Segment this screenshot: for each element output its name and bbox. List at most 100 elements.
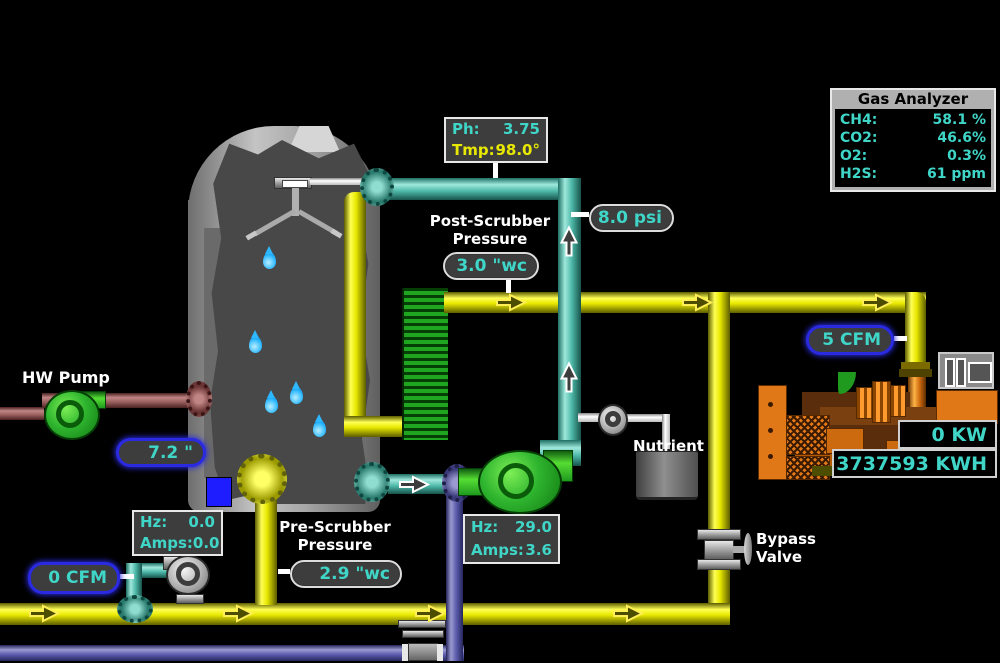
- drain-valve-flange: [402, 644, 408, 661]
- gas-row-label: O2:: [840, 148, 868, 164]
- water-droplet: [290, 381, 303, 404]
- blower-hz-value: 0.0: [188, 513, 215, 531]
- pump-hz-label: Hz:: [471, 518, 499, 536]
- generator-alternator: [936, 390, 998, 424]
- flow-arrow-right: [415, 604, 447, 623]
- post-scrubber-label-line1: Post-Scrubber: [429, 212, 551, 230]
- post-scrubber-label: Post-Scrubber Pressure: [425, 212, 555, 248]
- hw-level-value: 7.2 ": [148, 443, 193, 463]
- sprayer-stem: [292, 188, 299, 216]
- flow-arrow-up: [559, 361, 579, 393]
- pre-scrubber-label-line1: Pre-Scrubber: [279, 518, 391, 536]
- teal-main-riser: [558, 178, 581, 460]
- generator-manifold: [856, 387, 873, 419]
- hw-pump-ring: [56, 400, 84, 428]
- flow-arrow-right: [613, 604, 645, 623]
- water-droplet: [265, 390, 278, 413]
- post-scrubber-label-line2: Pressure: [452, 230, 528, 248]
- drain-valve-flange: [437, 644, 443, 661]
- flow-arrow-up: [559, 225, 579, 257]
- kw-value: 0 KW: [931, 424, 987, 446]
- bypass-valve-bottom-flange: [697, 559, 741, 570]
- pump-amps-label: Amps:: [471, 541, 524, 559]
- teal-top-pipe: [382, 178, 580, 200]
- hw-pipe-stub: [0, 407, 44, 420]
- hw-level-gauge: 7.2 ": [116, 438, 206, 467]
- generator-bolt: [768, 454, 773, 459]
- psi-gauge-connector: [571, 212, 589, 217]
- pre-scrubber-connector: [278, 569, 290, 574]
- tank-level-indicator: [206, 477, 232, 507]
- pump-hz-value: 29.0: [514, 518, 552, 536]
- hw-pump-label: HW Pump: [22, 368, 110, 387]
- post-scrubber-value: 3.0 "wc: [456, 256, 527, 276]
- scrubber-media-fins: [402, 288, 448, 440]
- pre-scrubber-value: 2.9 "wc: [319, 564, 390, 584]
- tmp-value: 98.0°: [495, 141, 540, 159]
- purple-bottom-pipe: [0, 645, 464, 661]
- scrubber-pump-ring: [498, 463, 534, 499]
- tank-gas-riser-pipe: [344, 192, 366, 437]
- flow-arrow-right: [496, 293, 528, 312]
- gas-row-label: CO2:: [840, 130, 878, 146]
- nutrient-suction-pipe: [578, 413, 600, 422]
- generator-end-plate: [758, 385, 787, 480]
- nutrient-pump-ring: [605, 411, 621, 427]
- blower-amps-label: Amps:: [140, 534, 193, 552]
- ph-panel-connector: [493, 163, 498, 178]
- cfm-right-gauge: 5 CFM: [806, 325, 894, 355]
- pump-amps-value: 3.6: [525, 541, 552, 559]
- kwh-value: 3737593 KWH: [836, 453, 987, 475]
- generator-hose: [838, 372, 856, 394]
- post-scrubber-connector: [506, 280, 511, 293]
- nutrient-tank: [636, 449, 698, 500]
- control-box-vent: [945, 358, 955, 387]
- cfm-right-value: 5 CFM: [822, 330, 881, 350]
- cfm-right-connector: [894, 336, 907, 341]
- tank-drain-pipe: [255, 498, 277, 605]
- cfm-left-gauge: 0 CFM: [28, 562, 120, 594]
- psi-gauge: 8.0 psi: [589, 204, 674, 232]
- ph-temp-panel: Ph: 3.75 Tmp: 98.0°: [444, 117, 548, 163]
- drain-valve-plate: [402, 630, 444, 638]
- bypass-riser-pipe: [708, 292, 730, 625]
- pump-motor-panel: Hz: 29.0 Amps: 3.6: [463, 514, 560, 564]
- generator-bolt: [768, 428, 773, 433]
- nutrient-discharge-pipe: [622, 414, 670, 422]
- tank-top-flange: [360, 168, 394, 206]
- bypass-valve-stem: [733, 546, 747, 553]
- nutrient-drop-pipe: [662, 414, 670, 451]
- ph-value: 3.75: [502, 120, 540, 138]
- bypass-valve-handle[interactable]: [744, 533, 752, 565]
- generator-kwh-readout: 3737593 KWH: [832, 449, 997, 478]
- generator-radiator-grille: [786, 415, 830, 455]
- generator-bolt: [768, 402, 773, 407]
- pre-scrubber-label-line2: Pressure: [297, 536, 373, 554]
- water-droplet: [313, 414, 326, 437]
- tank-bottom-flange: [354, 462, 390, 502]
- post-scrubber-gauge: 3.0 "wc: [443, 252, 539, 280]
- generator-pipe-flange: [901, 362, 930, 369]
- psi-value: 8.0 psi: [597, 208, 662, 228]
- ph-label: Ph:: [452, 120, 480, 138]
- drain-valve-plate: [398, 620, 446, 628]
- generator-manifold: [872, 381, 891, 423]
- control-box-display: [968, 362, 992, 383]
- air-blower-ring: [176, 562, 200, 586]
- flow-arrow-right: [682, 293, 714, 312]
- flow-arrow-right: [223, 604, 255, 623]
- generator-manifold: [890, 385, 906, 417]
- gas-row-value: 58.1 %: [932, 112, 986, 128]
- blower-pipe-flange: [117, 595, 153, 623]
- generator-skid: [812, 466, 838, 476]
- blower-amps-value: 0.0: [192, 534, 220, 552]
- nutrient-label: Nutrient: [633, 437, 704, 455]
- blower-motor-panel: Hz: 0.0 Amps: 0.0: [132, 510, 223, 556]
- cfm-left-value: 0 CFM: [48, 568, 107, 588]
- generator-kw-readout: 0 KW: [898, 420, 997, 449]
- drain-valve-body[interactable]: [408, 643, 438, 661]
- pre-scrubber-label: Pre-Scrubber Pressure: [270, 518, 400, 554]
- bypass-valve-body[interactable]: [704, 540, 734, 560]
- gas-analyzer-title: Gas Analyzer: [857, 90, 969, 108]
